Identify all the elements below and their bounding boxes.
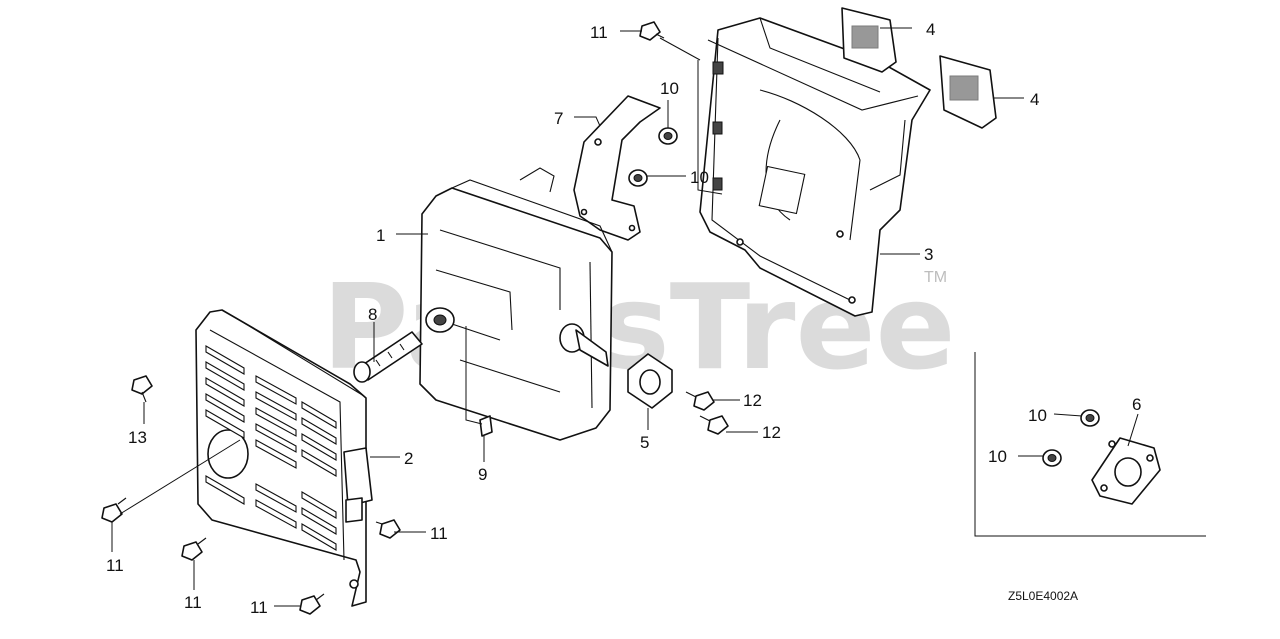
callout-11[interactable]: 11: [250, 598, 268, 617]
callout-10[interactable]: 10: [660, 79, 679, 98]
cover-vent-slots: [205, 345, 337, 551]
diagram-code: Z5L0E4002A: [1008, 589, 1078, 603]
callout-10[interactable]: 10: [988, 447, 1007, 466]
callout-6[interactable]: 6: [1132, 395, 1141, 414]
callout-11[interactable]: 11: [430, 524, 448, 543]
callout-10[interactable]: 10: [690, 168, 709, 187]
part-8-spark-arrester[interactable]: [353, 331, 423, 383]
callout-3[interactable]: 3: [924, 245, 933, 264]
part-11-bolt-right[interactable]: [375, 519, 401, 539]
part-4-bracket-upper[interactable]: [841, 7, 897, 73]
callout-2[interactable]: 2: [404, 449, 413, 468]
part-6-flange-gasket[interactable]: [1091, 437, 1161, 505]
part-1-muffler[interactable]: [419, 167, 613, 441]
leader-lines: [111, 27, 1139, 607]
part-13-bolt[interactable]: [131, 375, 153, 403]
callout-4[interactable]: 4: [926, 20, 935, 39]
part-9-screw[interactable]: [479, 415, 493, 437]
part-7-muffler-stay[interactable]: [573, 95, 661, 241]
part-10-collar-upper[interactable]: [658, 127, 678, 145]
watermark-trademark: TM: [924, 269, 947, 286]
callout-9[interactable]: 9: [478, 465, 487, 484]
part-10-collar-inset-upper[interactable]: [1080, 409, 1100, 427]
callout-7[interactable]: 7: [554, 109, 563, 128]
callout-11[interactable]: 11: [106, 556, 124, 575]
callout-labels: 11 4 4 10 7 10 1 3 8 12 12 5 9 2 13 11 1…: [106, 20, 1141, 617]
part-5-muffler-gasket[interactable]: [627, 353, 673, 409]
callout-1[interactable]: 1: [376, 226, 385, 245]
callout-4[interactable]: 4: [1030, 90, 1039, 109]
part-12-bolt-lower[interactable]: [699, 415, 729, 435]
part-10-collar-inset-lower[interactable]: [1042, 449, 1062, 467]
part-12-bolt-upper[interactable]: [685, 391, 715, 411]
part-4-bracket-lower[interactable]: [939, 55, 997, 129]
part-11-bolt-bottom[interactable]: [299, 593, 325, 615]
callout-12[interactable]: 12: [743, 391, 762, 410]
part-11-bolt-left[interactable]: [101, 497, 127, 523]
callout-11[interactable]: 11: [184, 593, 202, 612]
callout-5[interactable]: 5: [640, 433, 649, 452]
part-10-collar-lower[interactable]: [628, 169, 648, 187]
callout-11[interactable]: 11: [590, 23, 608, 42]
inset-alternate-parts: [974, 352, 1206, 537]
callout-8[interactable]: 8: [368, 305, 377, 324]
part-11-bolt-top[interactable]: [639, 21, 665, 41]
part-2-muffler-cover[interactable]: [195, 309, 373, 607]
part-11-bolt-lower-left[interactable]: [181, 537, 207, 561]
callout-12[interactable]: 12: [762, 423, 781, 442]
part-3-muffler-protector[interactable]: [699, 17, 931, 317]
callout-10[interactable]: 10: [1028, 406, 1047, 425]
callout-13[interactable]: 13: [128, 428, 147, 447]
